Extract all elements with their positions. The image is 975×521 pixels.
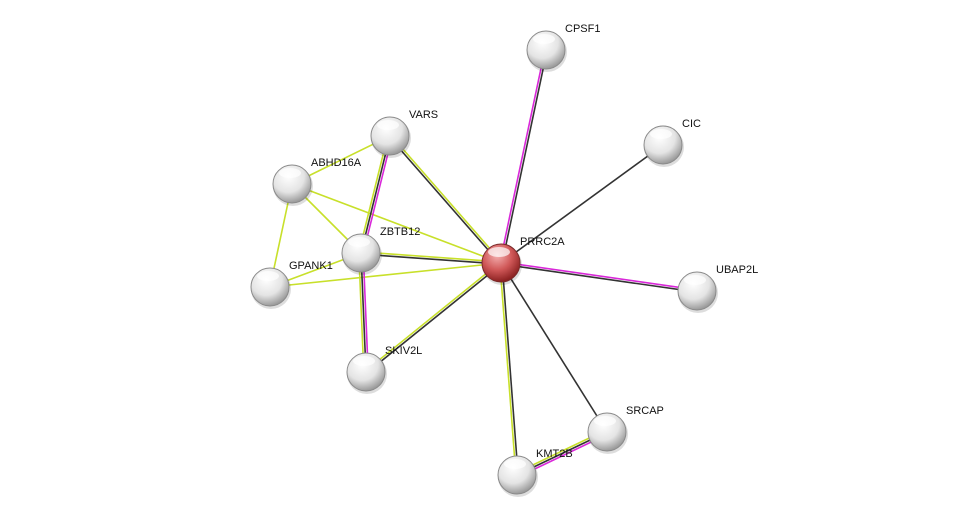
node-label[interactable]: CIC — [682, 118, 701, 130]
node-highlight — [279, 168, 301, 178]
node-label[interactable]: SKIV2L — [385, 345, 422, 357]
edge-PRRC2A-SRCAP-coexpression[interactable] — [500, 262, 608, 433]
edge-ZBTB12-SKIV2L-textmining[interactable] — [358, 253, 365, 373]
node-highlight — [594, 416, 616, 426]
edge-PRRC2A-CPSF1-coexpression[interactable] — [501, 50, 548, 264]
node-KMT2B[interactable]: KMT2B — [497, 448, 573, 497]
node-highlight — [533, 34, 555, 44]
node-label[interactable]: PRRC2A — [520, 236, 565, 248]
node-highlight — [257, 271, 279, 281]
node-highlight — [353, 356, 375, 366]
edge-ZBTB12-SKIV2L-experiments[interactable] — [362, 252, 369, 372]
edge-PRRC2A-ZBTB12-textmining[interactable] — [361, 251, 502, 263]
node-SRCAP[interactable]: SRCAP — [587, 405, 664, 454]
node-label[interactable]: CPSF1 — [565, 23, 600, 35]
edge-VARS-ZBTB12-coexpression[interactable] — [360, 135, 391, 254]
edge-PRRC2A-SKIV2L-textmining[interactable] — [364, 261, 501, 372]
node-UBAP2L[interactable]: UBAP2L — [677, 264, 758, 313]
node-label[interactable]: KMT2B — [536, 448, 573, 460]
node-label[interactable]: GPANK1 — [289, 260, 333, 272]
edge-PRRC2A-CIC-coexpression[interactable] — [500, 144, 664, 264]
node-label[interactable]: SRCAP — [626, 405, 664, 417]
edge-PRRC2A-ZBTB12-coexpression[interactable] — [360, 253, 501, 265]
edge-PRRC2A-UBAP2L-coexpression[interactable] — [500, 263, 697, 293]
edge-PRRC2A-UBAP2L-experiments[interactable] — [501, 261, 698, 291]
node-GPANK1[interactable]: GPANK1 — [250, 260, 333, 309]
node-highlight — [650, 129, 672, 139]
node-label[interactable]: VARS — [409, 109, 438, 121]
node-SKIV2L[interactable]: SKIV2L — [346, 345, 422, 394]
node-highlight — [504, 459, 526, 469]
node-CPSF1[interactable]: CPSF1 — [526, 23, 600, 72]
edge-PRRC2A-KMT2B-coexpression[interactable] — [501, 262, 519, 475]
edge-PRRC2A-KMT2B-textmining[interactable] — [499, 263, 517, 476]
edge-ZBTB12-SKIV2L-coexpression[interactable] — [360, 252, 367, 373]
node-VARS[interactable]: VARS — [370, 109, 438, 158]
node-highlight — [377, 120, 399, 130]
node-label[interactable]: UBAP2L — [716, 264, 758, 276]
node-highlight — [348, 237, 370, 247]
edge-PRRC2A-GPANK1-textmining[interactable] — [269, 262, 502, 288]
node-ZBTB12[interactable]: ZBTB12 — [341, 226, 420, 275]
edge-PRRC2A-VARS-coexpression[interactable] — [388, 136, 501, 265]
node-highlight — [488, 247, 510, 257]
edge-PRRC2A-CPSF1-experiments[interactable] — [499, 49, 546, 263]
node-PRRC2A[interactable]: PRRC2A — [481, 236, 565, 285]
edge-PRRC2A-SKIV2L-coexpression[interactable] — [366, 263, 503, 374]
edge-PRRC2A-VARS-textmining[interactable] — [390, 134, 503, 263]
edge-VARS-ZBTB12-textmining[interactable] — [358, 135, 389, 253]
node-label[interactable]: ABHD16A — [311, 157, 362, 169]
node-ABHD16A[interactable]: ABHD16A — [272, 157, 362, 206]
node-highlight — [684, 275, 706, 285]
node-label[interactable]: ZBTB12 — [380, 226, 420, 238]
node-CIC[interactable]: CIC — [643, 118, 701, 167]
edge-VARS-ZBTB12-experiments[interactable] — [362, 136, 393, 254]
edge-PRRC2A-ABHD16A-textmining[interactable] — [291, 183, 502, 264]
